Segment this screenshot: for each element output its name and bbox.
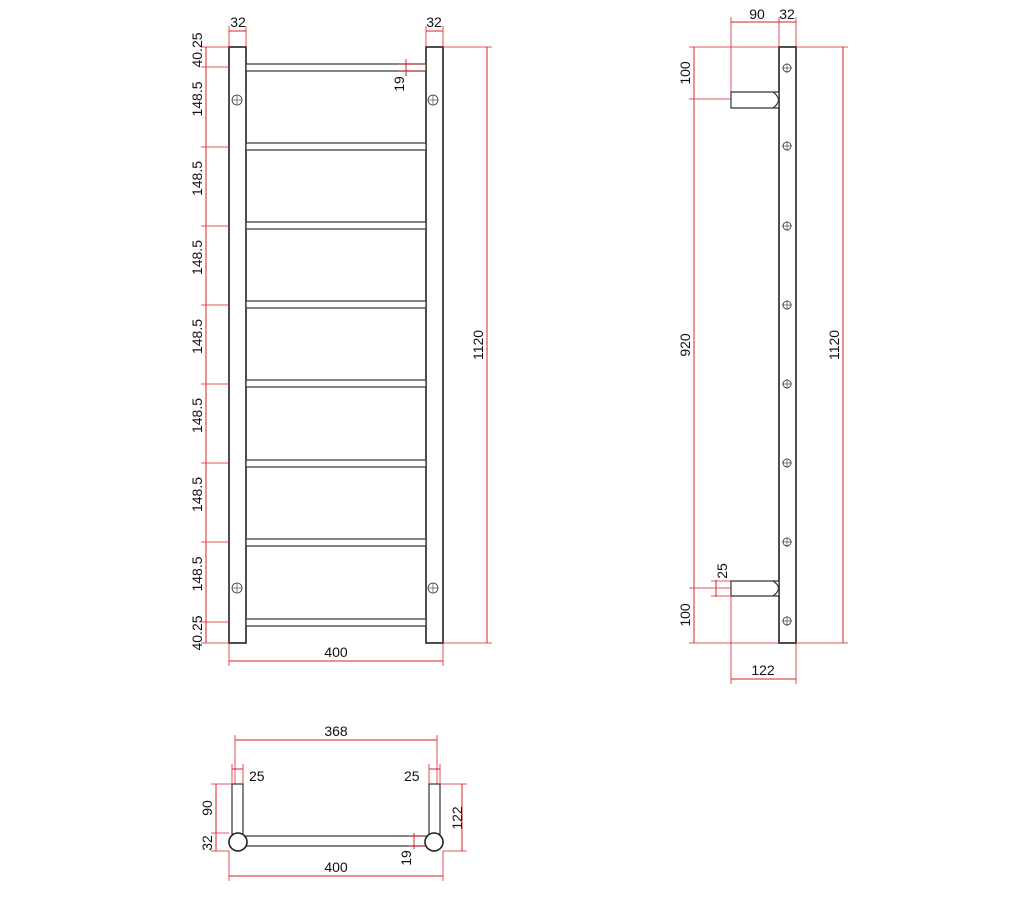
side-mount-hole	[782, 458, 792, 468]
front-rail	[245, 379, 427, 388]
side-mount-hole	[782, 141, 792, 151]
side-mount-hole	[782, 300, 792, 310]
front-mount-hole	[427, 94, 439, 106]
front-left-dim-labels: 40.25 148.5 148.5 148.5 148.5 148.5 148.5 148.5…	[189, 32, 205, 650]
front-rail-gap-label: 19	[391, 76, 407, 92]
top-right-post	[424, 832, 444, 852]
front-mount-hole	[231, 94, 243, 106]
top-total-width-label: 400	[324, 859, 348, 875]
top-left-post	[228, 832, 248, 852]
side-post	[778, 46, 797, 644]
side-upper-offset-label: 100	[677, 61, 693, 85]
top-bar-dia-label: 32	[199, 835, 215, 851]
front-left-dim-label: 148.5	[189, 81, 205, 116]
side-top-bar-label: 32	[779, 6, 795, 22]
side-lower-arm-cap	[772, 580, 780, 597]
side-mount-hole	[782, 221, 792, 231]
top-rail	[245, 835, 427, 847]
top-standoff-label: 90	[199, 800, 215, 816]
front-left-dim-label: 148.5	[189, 161, 205, 196]
front-rail	[245, 63, 427, 72]
side-lower-offset-label: 100	[677, 603, 693, 627]
front-mount-hole	[427, 582, 439, 594]
front-right-post-width: 32	[426, 14, 442, 30]
side-small-gap-label: 25	[714, 563, 730, 579]
side-total-height-label: 1120	[826, 330, 842, 360]
front-total-width-label: 400	[324, 644, 348, 660]
side-top-depth-label: 90	[749, 6, 765, 22]
front-left-dim-label: 148.5	[189, 319, 205, 354]
front-rail	[245, 618, 427, 627]
front-rail	[245, 459, 427, 468]
front-left-dim-label: 148.5	[189, 240, 205, 275]
front-rail	[245, 142, 427, 151]
top-view: 368 25 25 90 32 19 122 400	[199, 723, 467, 881]
front-left-dim-label: 148.5	[189, 398, 205, 433]
front-rail	[245, 221, 427, 230]
side-mount-hole	[782, 616, 792, 626]
top-rail-dia-label: 19	[398, 850, 414, 866]
side-holes	[782, 63, 792, 626]
side-upper-arm-cap	[772, 91, 780, 109]
side-middle-label: 920	[677, 333, 693, 357]
top-inner-width-label: 368	[324, 723, 348, 739]
front-view: 32 32 40.25 148.5 148.5 148.5 148.5 148.5 148.…	[189, 14, 492, 666]
top-left-tube-label: 25	[249, 768, 265, 784]
side-lower-arm	[730, 580, 780, 597]
front-left-post-width: 32	[230, 14, 246, 30]
side-mount-hole	[782, 63, 792, 73]
side-upper-arm	[730, 91, 780, 109]
front-left-dim-label: 148.5	[189, 477, 205, 512]
front-left-dim-ticks	[201, 46, 229, 644]
front-total-height-label: 1120	[470, 330, 486, 360]
front-left-dim-label: 148.5	[189, 556, 205, 591]
front-right-post	[425, 46, 444, 644]
front-left-dim-label: 40.25	[189, 615, 205, 650]
front-left-dim-label: 40.25	[189, 32, 205, 67]
top-depth-label: 122	[449, 806, 465, 830]
side-mount-hole	[782, 537, 792, 547]
front-rails	[245, 63, 427, 627]
front-left-post	[228, 46, 247, 644]
top-left-arm	[231, 783, 244, 835]
top-right-tube-label: 25	[404, 768, 420, 784]
side-total-depth-label: 122	[751, 662, 775, 678]
front-rail	[245, 300, 427, 309]
side-mount-hole	[782, 379, 792, 389]
side-view: 90 32 100 920 100 25 1120 122	[677, 6, 848, 684]
front-rail	[245, 538, 427, 547]
top-right-arm	[428, 783, 441, 835]
front-mount-hole	[231, 582, 243, 594]
